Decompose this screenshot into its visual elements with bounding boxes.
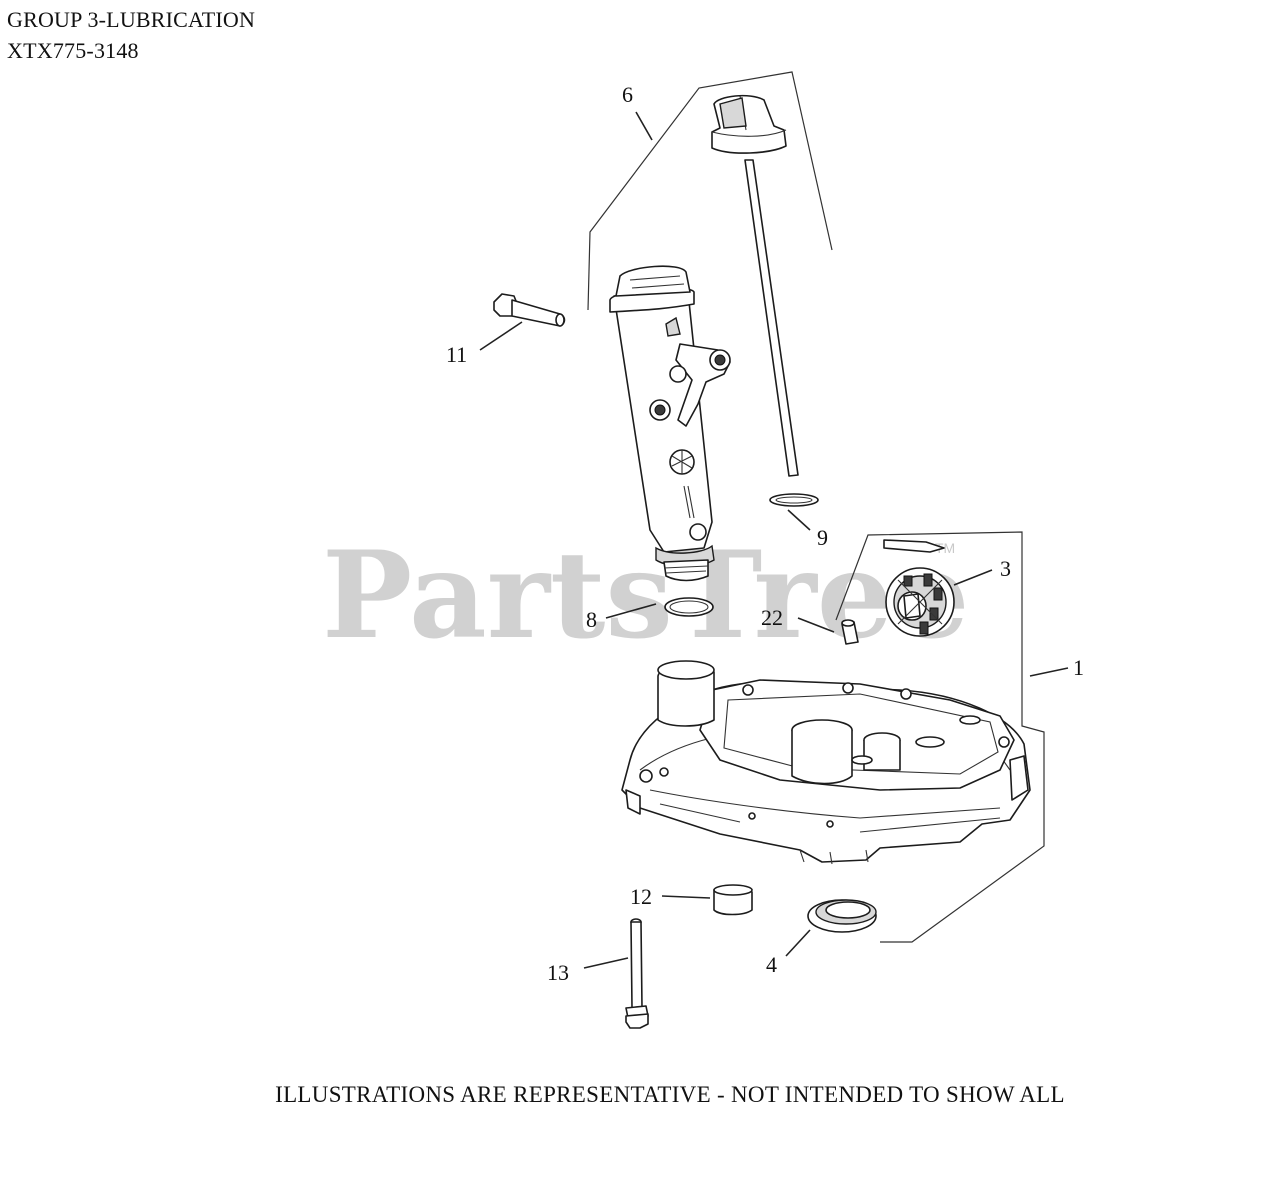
- leader-22: [797, 617, 835, 633]
- callout-22: 22: [761, 605, 783, 630]
- part-13-bolt: [625, 918, 649, 1029]
- leader-9: [787, 509, 811, 531]
- callout-3: 3: [1000, 556, 1011, 581]
- leader-1: [1029, 667, 1069, 677]
- callout-numbers: 6 11 9 3 22 8 1 12 4 13: [446, 82, 1084, 985]
- callout-9: 9: [817, 525, 828, 550]
- disclaimer-footer: ILLUSTRATIONS ARE REPRESENTATIVE - NOT I…: [275, 1082, 1065, 1107]
- part-6-dipstick-tube-assembly: [609, 94, 799, 582]
- part-8-o-ring: [664, 597, 714, 617]
- leader-12: [661, 895, 711, 899]
- watermark: PartsTree TM: [322, 525, 969, 666]
- model-number: XTX775-3148: [7, 38, 139, 63]
- part-12-plug: [713, 884, 753, 916]
- callout-1: 1: [1073, 655, 1084, 680]
- callout-6: 6: [622, 82, 633, 107]
- assembly-bracket-6: [587, 71, 833, 311]
- callout-12: 12: [630, 884, 652, 909]
- group-title: GROUP 3-LUBRICATION: [7, 7, 256, 32]
- callout-4: 4: [766, 952, 777, 977]
- assembly-bracket-1: [835, 531, 1045, 943]
- part-22-dowel-pin: [841, 619, 859, 645]
- part-1-crankcase-cover: [621, 660, 1031, 865]
- callout-13: 13: [547, 960, 569, 985]
- part-4-oil-seal: [807, 899, 877, 933]
- leader-4: [785, 929, 811, 957]
- leader-3: [953, 569, 993, 586]
- part-3-governor-gear: [883, 539, 955, 637]
- leader-6: [635, 111, 653, 141]
- callout-8: 8: [586, 607, 597, 632]
- leader-lines: [479, 111, 1069, 969]
- callout-11: 11: [446, 342, 467, 367]
- leader-13: [583, 957, 629, 969]
- watermark-tm: TM: [935, 540, 955, 556]
- part-11-bolt: [493, 293, 566, 327]
- leader-8: [605, 603, 657, 619]
- watermark-brand: PartsTree: [322, 525, 969, 666]
- part-9-o-ring: [769, 493, 819, 507]
- leader-11: [479, 321, 523, 351]
